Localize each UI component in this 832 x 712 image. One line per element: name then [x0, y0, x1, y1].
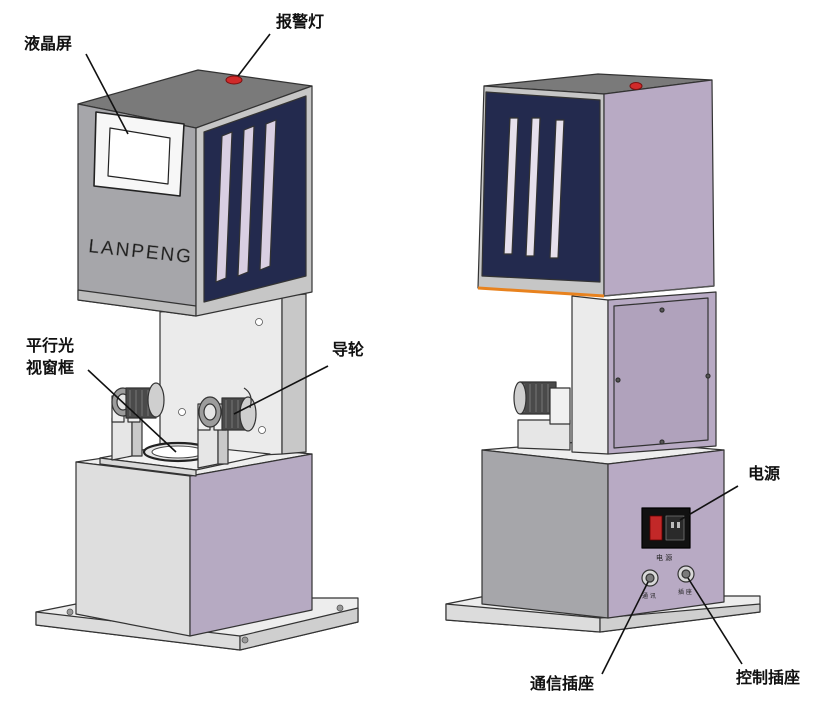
leader-guide-wheel [233, 365, 329, 415]
label-control-socket: 控制插座 [736, 668, 801, 687]
label-alarm-light: 报警灯 [276, 12, 325, 31]
front-lower-box-front [75, 461, 191, 637]
label-comm-socket: 通信插座 [530, 674, 595, 693]
label-power: 电源 [748, 464, 781, 483]
leader-lcd [85, 53, 129, 135]
leader-control [687, 577, 743, 665]
leader-lines [85, 33, 743, 675]
back-front-panel [481, 91, 601, 283]
control-socket-label: 插 座 [678, 588, 692, 596]
comm-socket-label: 通 讯 [642, 592, 656, 600]
head-seam [477, 286, 605, 298]
leader-power [679, 485, 739, 521]
power-switch [649, 515, 663, 541]
label-window-frame-line2: 视窗框 [26, 358, 75, 377]
label-lcd: 液晶屏 [24, 34, 73, 53]
back-lower-box-front [481, 449, 609, 619]
back-head-side [603, 79, 715, 297]
front-lower-box-side [189, 453, 313, 637]
label-guide-wheel: 导轮 [332, 340, 365, 359]
leader-alarm [237, 33, 271, 77]
back-alarm-light [629, 82, 643, 90]
leader-comm [601, 581, 649, 675]
leader-window-frame [87, 369, 177, 453]
front-alarm-light [225, 75, 243, 85]
label-window-frame-line1: 平行光 [26, 336, 75, 355]
front-view [35, 69, 359, 651]
power-panel-label: 电 源 [656, 553, 672, 562]
back-view [445, 73, 761, 633]
